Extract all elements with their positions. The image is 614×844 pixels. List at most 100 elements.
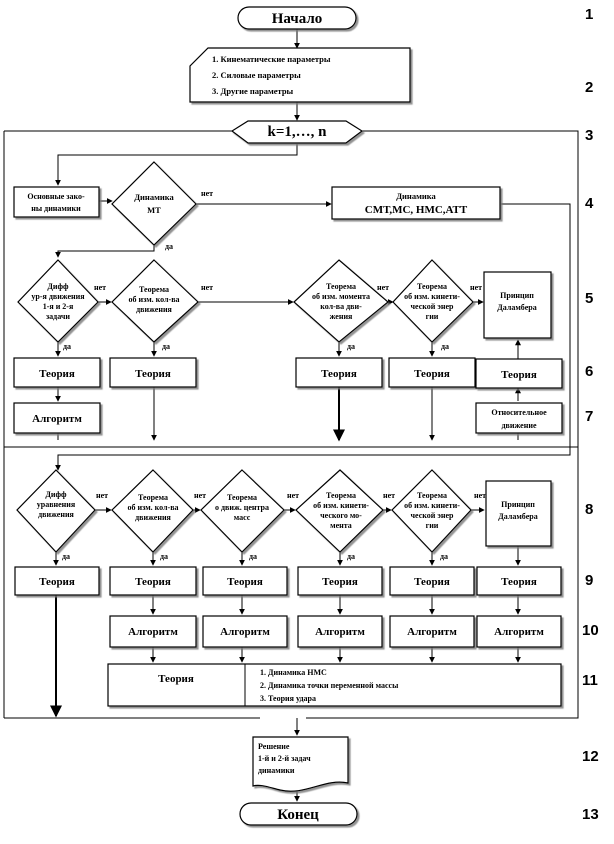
node-params: 1. Кинематические параметры 2. Силовые п… xyxy=(189,47,411,103)
diff5-line-4: задачи xyxy=(46,312,70,321)
theory6-3: Теория xyxy=(321,368,357,380)
label-no-5-2: нет xyxy=(201,283,213,292)
algorithm10-5: Алгоритм xyxy=(494,626,544,638)
row-number-13: 13 xyxy=(582,806,599,823)
row6-theory-boxes: Теория Теория Теория Теория Теория xyxy=(13,357,563,389)
start-label: Начало xyxy=(272,11,323,27)
row-number-5: 5 xyxy=(585,290,593,307)
decision-diff-eq-row5: Дифф ур-я движения 1-я и 2-я задачи xyxy=(17,259,99,343)
tmom5-line-1: Теорема xyxy=(139,285,169,294)
tcm8-line-3: масс xyxy=(234,513,251,522)
row-number-4: 4 xyxy=(585,195,594,212)
node-loop: k=1,…, n xyxy=(230,120,364,144)
row-number-11: 11 xyxy=(582,672,598,689)
row-number-3: 3 xyxy=(585,127,593,144)
theory6-2: Теория xyxy=(135,368,171,380)
label-no-8-3: нет xyxy=(287,491,299,500)
row-numbers: 1 2 3 4 5 6 7 8 9 10 11 12 13 xyxy=(582,6,599,823)
label-yes-8-5: да xyxy=(440,552,448,561)
basic-laws-line-2: ны динамики xyxy=(31,204,81,213)
loop-label: k=1,…, n xyxy=(268,124,328,140)
extra-topic-2: 2. Динамика точки переменной массы xyxy=(260,681,399,690)
theory9-5: Теория xyxy=(414,576,450,588)
decision-theorem-momentum-row8: Теорема об изм. кол-ва движения xyxy=(111,469,194,553)
decision-theorem-center-mass-row8: Теорема о движ. центра масс xyxy=(200,469,285,553)
ten8-line-3: ческой энер xyxy=(411,511,454,520)
params-line-3: 3. Другие параметры xyxy=(212,86,294,96)
dyn-smt-line-2: СМТ,МС, НМС,АТТ xyxy=(365,204,468,216)
decision-dyn-mt: Динамика МТ xyxy=(111,161,197,246)
diff5-line-3: 1-я и 2-я xyxy=(43,302,74,311)
solution-line-3: динамики xyxy=(258,766,295,775)
dyn-mt-line-2: МТ xyxy=(147,205,161,215)
dyn-mt-line-1: Динамика xyxy=(134,192,174,202)
row-number-12: 12 xyxy=(582,748,599,765)
tcm8-line-2: о движ. центра xyxy=(215,503,269,512)
tang5-line-3: кол-ва дви- xyxy=(320,302,362,311)
decision-theorem-momentum-row5: Теорема об изм. кол-ва движения xyxy=(111,259,199,343)
dal5-line-1: Принцип xyxy=(500,291,534,300)
label-no-8-4: нет xyxy=(383,491,395,500)
tcm8-line-1: Теорема xyxy=(227,493,257,502)
label-yes-5-2: да xyxy=(162,342,170,351)
solution-line-1: Решение xyxy=(258,742,290,751)
ten5-line-3: ческой энер xyxy=(411,302,454,311)
row7-boxes: Алгоритм Относительное движение xyxy=(13,402,563,434)
row-number-9: 9 xyxy=(585,572,593,589)
node-end: Конец xyxy=(239,802,358,826)
tang8-line-3: ческого мо- xyxy=(320,511,362,520)
basic-laws-line-1: Основные зако- xyxy=(27,192,85,201)
diff8-line-2: уравнения xyxy=(37,500,76,509)
dyn-smt-line-1: Динамика xyxy=(396,191,436,201)
algorithm10-4: Алгоритм xyxy=(407,626,457,638)
diff8-line-1: Дифф xyxy=(45,490,67,499)
algorithm10-3: Алгоритм xyxy=(315,626,365,638)
tang8-line-1: Теорема xyxy=(326,491,356,500)
algorithm10-2: Алгоритм xyxy=(220,626,270,638)
tang8-line-4: мента xyxy=(330,521,352,530)
label-yes-8-1: да xyxy=(62,552,70,561)
label-yes-mt: да xyxy=(165,242,173,251)
tmom8-line-2: об изм. кол-ва xyxy=(127,503,178,512)
tmom5-line-3: движения xyxy=(136,305,172,314)
params-line-2: 2. Силовые параметры xyxy=(212,70,301,80)
theory9-4: Теория xyxy=(322,576,358,588)
extra-topic-1: 1. Динамика НМС xyxy=(260,668,327,677)
label-no-5-1: нет xyxy=(94,283,106,292)
row-number-1: 1 xyxy=(585,6,593,23)
node-start: Начало xyxy=(237,6,357,30)
ten8-line-1: Теорема xyxy=(417,491,447,500)
node-basic-laws: Основные зако- ны динамики xyxy=(13,186,100,218)
branch-labels: нет да нет нет нет нет да да да да нет н… xyxy=(62,189,486,561)
extra-topic-3: 3. Теория удара xyxy=(260,694,316,703)
diff5-line-1: Дифф xyxy=(47,282,69,291)
solution-line-2: 1-й и 2-й задач xyxy=(258,754,311,763)
theory9-2: Теория xyxy=(135,576,171,588)
dal8-line-2: Даламбера xyxy=(498,512,537,521)
node-dyn-smt: Динамика СМТ,МС, НМС,АТТ xyxy=(331,186,501,220)
label-no-mt: нет xyxy=(201,189,213,198)
label-yes-8-3: да xyxy=(249,552,257,561)
label-no-5-4: нет xyxy=(470,283,482,292)
row-number-10: 10 xyxy=(582,622,599,639)
tang5-line-2: об изм. момента xyxy=(312,292,370,301)
theory9-1: Теория xyxy=(39,576,75,588)
theory6-5: Теория xyxy=(501,369,537,381)
diff8-line-3: движения xyxy=(38,510,74,519)
node-solution: Решение 1-й и 2-й задач динамики xyxy=(252,736,349,792)
row-number-2: 2 xyxy=(585,79,593,96)
node-dalembert-row5: Принцип Даламбера xyxy=(483,271,552,339)
label-yes-8-2: да xyxy=(160,552,168,561)
theory11: Теория xyxy=(158,673,194,685)
decision-theorem-angular-momentum-row5: Теорема об изм. момента кол-ва дви- жени… xyxy=(293,259,389,343)
ten5-line-1: Теорема xyxy=(417,282,447,291)
dal5-line-2: Даламбера xyxy=(497,303,536,312)
theory9-6: Теория xyxy=(501,576,537,588)
theory6-1: Теория xyxy=(39,368,75,380)
row-number-8: 8 xyxy=(585,501,593,518)
relative-motion-line-2: движение xyxy=(502,421,537,430)
tang8-line-2: об изм. кинети- xyxy=(313,501,369,510)
tmom8-line-1: Теорема xyxy=(138,493,168,502)
label-no-8-1: нет xyxy=(96,491,108,500)
decision-theorem-angular-momentum-row8: Теорема об изм. кинети- ческого мо- мент… xyxy=(295,469,384,553)
